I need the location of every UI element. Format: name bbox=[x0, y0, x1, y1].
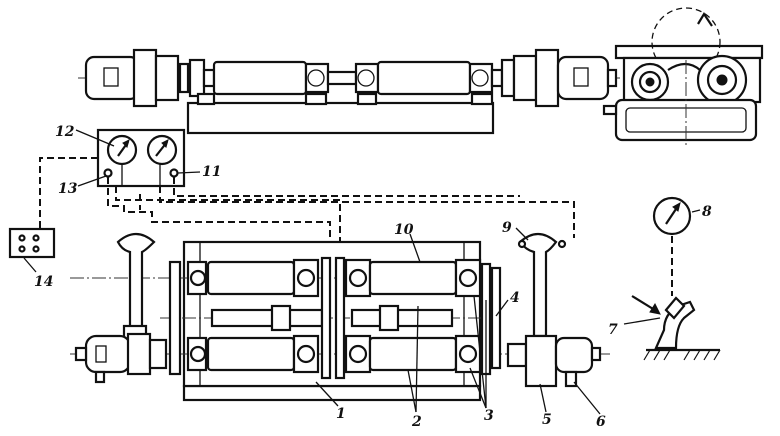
lower-roll-left-icon bbox=[186, 334, 320, 374]
top-mid-shaft bbox=[326, 70, 358, 86]
stand-plate-4b bbox=[490, 266, 502, 370]
label-3: 3 bbox=[484, 408, 494, 424]
stand-plate-left bbox=[168, 260, 182, 376]
label-12: 12 bbox=[55, 124, 75, 140]
label-4: 4 bbox=[510, 290, 520, 306]
top-base-plate bbox=[186, 101, 495, 135]
label-7: 7 bbox=[608, 322, 618, 338]
stand-plate-mid-b bbox=[334, 256, 346, 380]
main-stand bbox=[70, 240, 610, 402]
top-left-coupling bbox=[178, 58, 216, 98]
side-top-plate bbox=[614, 44, 764, 60]
right-column bbox=[517, 232, 567, 338]
lower-left-motor-icon bbox=[74, 332, 168, 384]
main-base-1 bbox=[182, 384, 482, 402]
rotation-arrowhead bbox=[697, 11, 713, 27]
panel-gauge-left-icon bbox=[106, 134, 138, 166]
panel-gauge-right-icon bbox=[146, 134, 178, 166]
upper-roll-left-icon bbox=[186, 258, 320, 298]
top-left-motor-icon bbox=[84, 48, 180, 108]
strain-gauge-icon bbox=[631, 295, 721, 361]
left-column bbox=[116, 232, 156, 342]
label-8: 8 bbox=[702, 204, 712, 220]
side-pulley-left-icon bbox=[630, 62, 670, 102]
label-1: 1 bbox=[336, 406, 346, 422]
top-assembly bbox=[78, 48, 620, 135]
side-view-stand bbox=[602, 7, 764, 146]
side-pulley-right-icon bbox=[696, 54, 748, 106]
stand-plate-mid-a bbox=[320, 256, 332, 380]
lower-right-motor-icon bbox=[506, 334, 602, 388]
side-belt bbox=[667, 62, 701, 71]
gauge-8-icon bbox=[652, 196, 692, 236]
side-bolt bbox=[602, 104, 618, 116]
label-11: 11 bbox=[202, 164, 221, 180]
label-13: 13 bbox=[58, 181, 78, 197]
middle-bar bbox=[210, 304, 454, 332]
terminal-11 bbox=[169, 168, 179, 178]
label-6: 6 bbox=[596, 414, 606, 430]
label-5: 5 bbox=[542, 412, 552, 428]
label-9: 9 bbox=[502, 220, 512, 236]
top-roll-right-icon bbox=[354, 60, 494, 106]
recorder-box-icon bbox=[8, 227, 56, 259]
top-roll-left-icon bbox=[196, 60, 330, 106]
label-10: 10 bbox=[394, 222, 414, 238]
top-right-coupling bbox=[490, 48, 560, 108]
instrument-panel bbox=[96, 128, 186, 188]
terminal-13 bbox=[103, 168, 113, 178]
lower-roll-right-icon bbox=[344, 334, 482, 374]
label-14: 14 bbox=[34, 274, 53, 290]
callout-labels: 12 13 11 14 1 2 3 4 5 6 7 8 9 10 bbox=[34, 124, 712, 430]
label-2: 2 bbox=[411, 414, 422, 430]
leader-lines bbox=[23, 129, 701, 415]
upper-roll-right-icon bbox=[344, 258, 482, 298]
top-right-motor-icon bbox=[556, 55, 618, 101]
